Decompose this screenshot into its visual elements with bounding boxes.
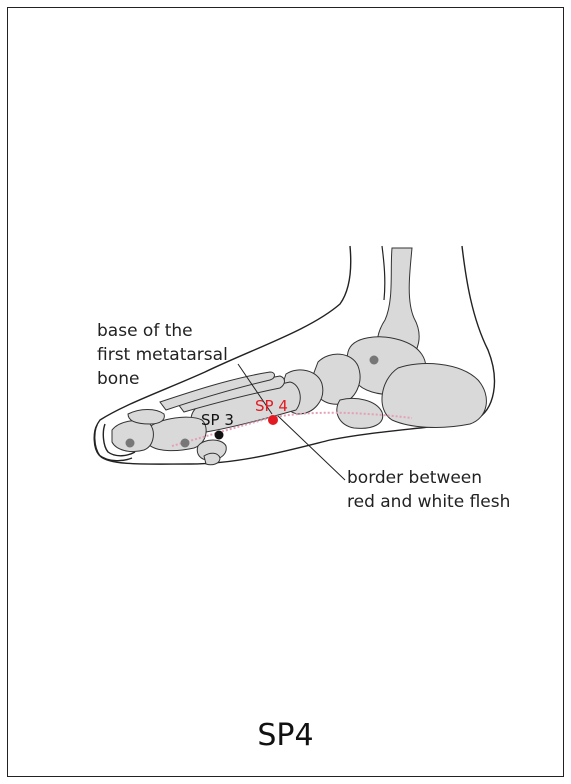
base-metatarsal-label-2: first metatarsal xyxy=(97,345,228,365)
sp4-point xyxy=(268,415,278,425)
sp3-label: SP 3 xyxy=(201,411,234,429)
flesh-border-label-1: border between xyxy=(347,468,482,488)
base-metatarsal-label-1: base of the xyxy=(97,321,193,341)
flesh-border-label-2: red and white flesh xyxy=(347,492,510,512)
base-metatarsal-label-3: bone xyxy=(97,369,139,389)
sp3-point xyxy=(215,431,224,440)
point-caption: SP4 xyxy=(0,718,571,753)
ankle-detail xyxy=(382,246,385,300)
sp4-label: SP 4 xyxy=(255,397,288,415)
